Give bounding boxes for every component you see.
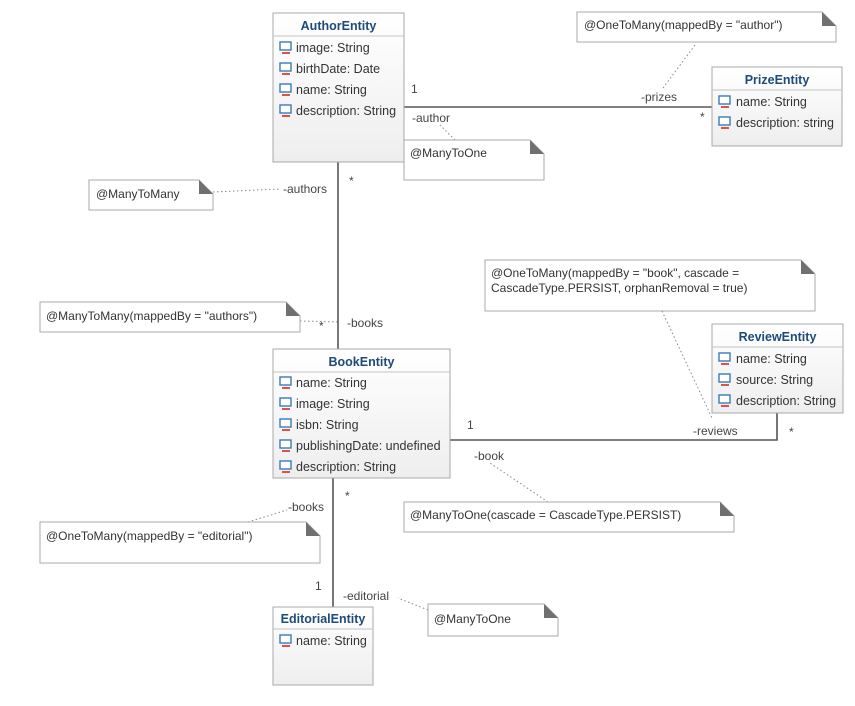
field-icon <box>279 634 292 647</box>
field-icon <box>718 95 731 108</box>
field-icon <box>279 83 292 96</box>
attribute-label: name: String <box>736 352 807 366</box>
attribute-row[interactable]: name: String <box>718 95 807 109</box>
association-book-review[interactable]: 1 -book -reviews * <box>450 413 794 463</box>
note-text: @ManyToOne(cascade = CascadeType.PERSIST… <box>410 508 681 522</box>
attribute-label: name: String <box>296 634 367 648</box>
field-icon <box>279 62 292 75</box>
multiplicity-author: 1 <box>411 82 418 96</box>
attribute-label: name: String <box>736 95 807 109</box>
multiplicity-book: 1 <box>467 418 474 432</box>
field-icon <box>279 460 292 473</box>
multiplicity-prizes: * <box>700 110 705 124</box>
class-name: AuthorEntity <box>301 19 377 33</box>
note-editorial[interactable]: @ManyToOne <box>427 603 559 637</box>
note-text: @OneToMany(mappedBy = "author") <box>584 18 782 32</box>
multiplicity-reviews: * <box>789 425 794 439</box>
multiplicity-authors: * <box>349 174 354 188</box>
attribute-row[interactable]: description: string <box>718 116 834 130</box>
note-text: @ManyToMany <box>96 187 180 201</box>
multiplicity-books-editorial: * <box>345 489 350 503</box>
attribute-row[interactable]: description: String <box>279 460 396 474</box>
attribute-row[interactable]: name: String <box>279 376 367 390</box>
class-review[interactable]: ReviewEntity name: String source: String… <box>711 323 844 414</box>
class-prize[interactable]: PrizeEntity name: String description: st… <box>711 66 843 147</box>
association-author-book[interactable]: * -authors -books * <box>283 162 383 349</box>
note-anchors <box>212 44 713 611</box>
field-icon <box>718 394 731 407</box>
role-prizes: -prizes <box>641 90 677 104</box>
field-icon <box>718 116 731 129</box>
role-author: -author <box>412 111 450 125</box>
attribute-label: description: String <box>736 394 836 408</box>
field-icon <box>279 439 292 452</box>
attribute-row[interactable]: name: String <box>718 352 807 366</box>
attribute-label: description: String <box>296 460 396 474</box>
attribute-row[interactable]: isbn: String <box>279 418 359 432</box>
attribute-row[interactable]: name: String <box>279 83 367 97</box>
field-icon <box>279 376 292 389</box>
attribute-row[interactable]: name: String <box>279 634 367 648</box>
attribute-row[interactable]: description: String <box>718 394 836 408</box>
role-authors: -authors <box>283 182 327 196</box>
role-reviews: -reviews <box>693 424 738 438</box>
class-book[interactable]: BookEntity name: String image: String is… <box>272 348 451 479</box>
note-text: CascadeType.PERSIST, orphanRemoval = tru… <box>491 281 747 295</box>
attribute-row[interactable]: description: String <box>279 104 396 118</box>
attribute-row[interactable]: image: String <box>279 397 370 411</box>
multiplicity-books: * <box>319 319 324 333</box>
role-books-editorial: -books <box>288 500 324 514</box>
note-books-editorial[interactable]: @OneToMany(mappedBy = "editorial") <box>39 521 321 564</box>
note-author[interactable]: @ManyToOne <box>403 139 545 181</box>
note-reviews[interactable]: @OneToMany(mappedBy = "book", cascade = … <box>484 259 816 312</box>
field-icon <box>279 41 292 54</box>
association-author-prize[interactable]: 1 -author -prizes * <box>404 82 712 125</box>
class-name: BookEntity <box>329 355 395 369</box>
role-books: -books <box>347 316 383 330</box>
role-book: -book <box>474 449 505 463</box>
note-books-authors[interactable]: @ManyToMany(mappedBy = "authors") <box>39 301 301 333</box>
role-editorial: -editorial <box>343 589 389 603</box>
class-author[interactable]: AuthorEntity image: String birthDate: Da… <box>272 12 405 163</box>
class-name: PrizeEntity <box>745 73 810 87</box>
attribute-label: name: String <box>296 376 367 390</box>
note-text: @OneToMany(mappedBy = "book", cascade = <box>491 266 739 280</box>
attribute-row[interactable]: birthDate: Date <box>279 62 380 76</box>
note-text: @OneToMany(mappedBy = "editorial") <box>46 529 252 543</box>
attribute-label: isbn: String <box>296 418 359 432</box>
class-name: EditorialEntity <box>281 612 366 626</box>
note-book[interactable]: @ManyToOne(cascade = CascadeType.PERSIST… <box>403 501 735 533</box>
note-text: @ManyToMany(mappedBy = "authors") <box>46 309 257 323</box>
class-name: ReviewEntity <box>739 330 817 344</box>
attribute-label: publishingDate: undefined <box>296 439 441 453</box>
association-book-editorial[interactable]: -books * 1 -editorial <box>288 478 389 607</box>
attribute-label: name: String <box>296 83 367 97</box>
attribute-label: image: String <box>296 397 370 411</box>
class-editorial[interactable]: EditorialEntity name: String <box>272 606 374 686</box>
attribute-label: description: string <box>736 116 834 130</box>
field-icon <box>718 373 731 386</box>
note-prizes[interactable]: @OneToMany(mappedBy = "author") <box>576 11 837 43</box>
multiplicity-editorial: 1 <box>315 579 322 593</box>
field-icon <box>718 352 731 365</box>
attribute-row[interactable]: image: String <box>279 41 370 55</box>
field-icon <box>279 418 292 431</box>
attribute-label: image: String <box>296 41 370 55</box>
field-icon <box>279 397 292 410</box>
note-text: @ManyToOne <box>410 146 487 160</box>
note-authors[interactable]: @ManyToMany <box>88 179 214 211</box>
attribute-label: birthDate: Date <box>296 62 380 76</box>
note-text: @ManyToOne <box>434 612 511 626</box>
attribute-row[interactable]: publishingDate: undefined <box>279 439 441 453</box>
attribute-label: source: String <box>736 373 813 387</box>
attribute-row[interactable]: source: String <box>718 373 813 387</box>
field-icon <box>279 104 292 117</box>
attribute-label: description: String <box>296 104 396 118</box>
